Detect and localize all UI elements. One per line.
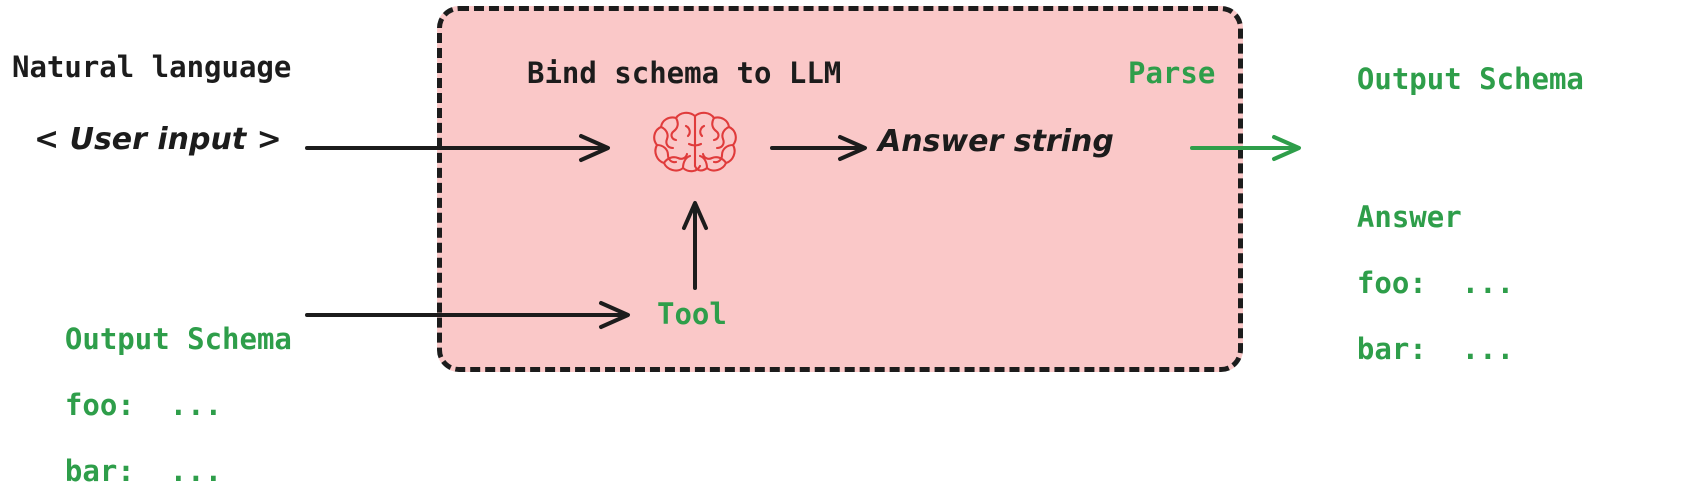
natural-language-label: Natural language — [12, 50, 292, 84]
parse-label: Parse — [1128, 56, 1216, 90]
arrow-llm-to-answer — [770, 135, 867, 161]
brain-icon — [653, 111, 737, 173]
bind-schema-title: Bind schema to LLM — [527, 56, 842, 90]
llm-panel — [437, 6, 1243, 372]
arrow-tool-to-llm — [682, 201, 708, 290]
arrow-input-to-llm — [305, 134, 610, 162]
tool-label: Tool — [657, 297, 727, 331]
user-input-text: < User input > — [34, 122, 282, 157]
left-schema-title: Output Schema — [64, 322, 292, 356]
right-schema-field-bar: bar: ... — [1356, 332, 1515, 366]
arrow-answer-to-output — [1190, 135, 1301, 161]
right-schema-answer-label: Answer — [1356, 200, 1462, 234]
right-output-schema-block: Output Schema Answer foo: ... bar: ... — [1322, 30, 1584, 366]
left-schema-field-bar: bar: ... — [64, 454, 223, 488]
right-schema-title: Output Schema — [1356, 62, 1584, 96]
arrow-schema-to-tool — [305, 301, 630, 329]
right-schema-field-foo: foo: ... — [1356, 266, 1515, 300]
left-output-schema-block: Output Schema foo: ... bar: ... — [30, 290, 292, 488]
answer-string-text: Answer string — [878, 124, 1114, 159]
left-schema-field-foo: foo: ... — [64, 388, 223, 422]
